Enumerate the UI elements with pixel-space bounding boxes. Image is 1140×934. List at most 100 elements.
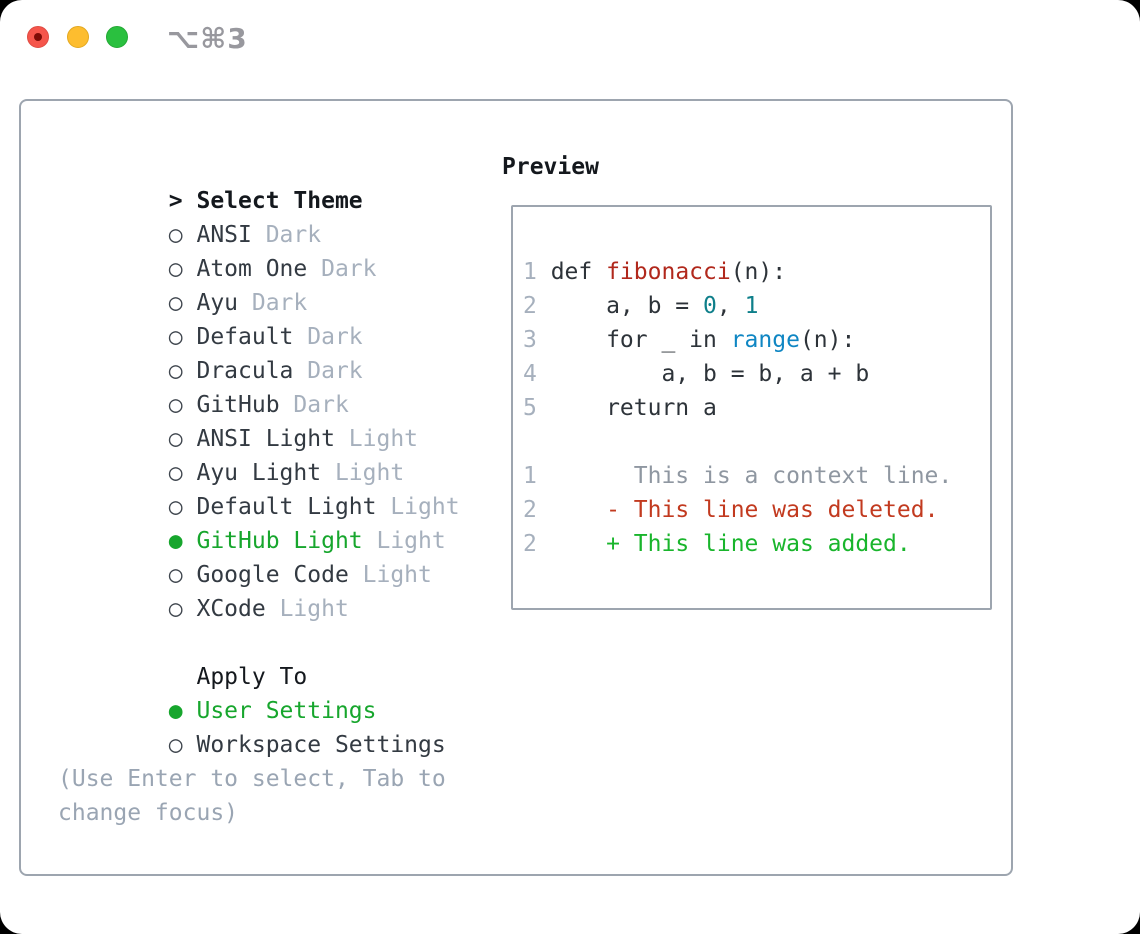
theme-option-ansi-light[interactable]: ○ ANSI Light Light (58, 388, 460, 452)
theme-variant: Light (279, 596, 349, 622)
keyboard-hint: (Use Enter to select, Tab to change focu… (58, 762, 446, 830)
radio-circle-icon: ○ (168, 358, 183, 384)
maximize-button[interactable] (106, 26, 128, 48)
radio-circle-icon: ○ (168, 324, 183, 350)
line-number: 4 (523, 361, 537, 387)
theme-option-ansi-dark[interactable]: ○ ANSI Dark (58, 184, 460, 248)
theme-variant: Dark (321, 256, 377, 282)
code-text: def (550, 259, 607, 285)
number-literal-token: 0 (703, 293, 717, 319)
context-text: This is a context line. (550, 463, 953, 489)
theme-option-default-dark[interactable]: ○ Default Dark (58, 286, 460, 350)
theme-option-xcode-light[interactable]: ○ XCode Light (58, 558, 460, 622)
hint-line-1: (Use Enter to select, Tab to (58, 766, 446, 792)
close-button[interactable] (27, 26, 49, 48)
code-text (551, 497, 606, 523)
code-text: for _ in (550, 327, 731, 353)
theme-option-default-light[interactable]: ○ Default Light Light (58, 456, 460, 520)
radio-circle-icon: ○ (168, 732, 183, 758)
theme-label: XCode (196, 596, 266, 622)
theme-option-dracula-dark[interactable]: ○ Dracula Dark (58, 320, 460, 384)
radio-circle-icon: ○ (168, 290, 183, 316)
apply-to-section: Apply To ● User Settings ○ Workspace Setti… (58, 626, 446, 758)
number-literal-token: 1 (744, 293, 759, 319)
preview-heading: Preview (502, 154, 599, 180)
line-number: 3 (523, 327, 537, 353)
function-name-token: fibonacci (606, 259, 731, 285)
theme-variant: Light (390, 494, 460, 520)
window-title-shortcut: ⌥⌘3 (167, 22, 248, 55)
radio-circle-icon: ○ (168, 222, 183, 248)
theme-option-github-dark[interactable]: ○ GitHub Dark (58, 354, 460, 418)
line-number: 2 (523, 531, 537, 557)
radio-circle-icon: ○ (168, 256, 183, 282)
radio-selected-icon: ● (168, 698, 183, 724)
theme-label: ANSI (196, 222, 252, 248)
theme-label: Ayu Light (196, 460, 322, 486)
apply-option-user-settings[interactable]: ● User Settings (58, 660, 446, 724)
deleted-text: - This line was deleted. (606, 497, 939, 523)
code-text: , (716, 293, 745, 319)
theme-variant: Light (376, 528, 446, 554)
apply-option-workspace-settings[interactable]: ○ Workspace Settings (58, 694, 446, 758)
code-line: 2 a, b = 0, 1 (523, 289, 990, 323)
theme-variant: Light (362, 562, 432, 588)
prompt-icon: > (168, 188, 183, 214)
apply-option-label: User Settings (196, 698, 377, 724)
theme-label: Default Light (196, 494, 377, 520)
line-number: 1 (523, 463, 537, 489)
hint-line-2: change focus) (58, 800, 239, 826)
theme-option-github-light[interactable]: ● GitHub Light Light (58, 490, 460, 554)
code-text: (n): (730, 259, 787, 285)
radio-circle-icon: ○ (168, 392, 183, 418)
theme-label: GitHub Light (196, 528, 363, 554)
radio-circle-icon: ○ (168, 426, 183, 452)
theme-label: Dracula (196, 358, 294, 384)
code-text: a, b = b, a + b (550, 361, 870, 387)
code-line: 3 for _ in range(n): (523, 323, 990, 357)
builtin-token: range (730, 327, 800, 353)
code-line: 5 return a (523, 391, 990, 425)
diff-deleted-line: 2 - This line was deleted. (523, 493, 990, 527)
code-text: return a (550, 395, 717, 421)
theme-label: Default (196, 324, 294, 350)
theme-variant: Dark (307, 324, 363, 350)
radio-circle-icon: ○ (168, 460, 183, 486)
apply-option-label: Workspace Settings (196, 732, 446, 758)
diff-context-line: 1 This is a context line. (523, 459, 990, 493)
radio-circle-icon: ○ (168, 494, 183, 520)
blank-line (523, 425, 990, 459)
code-text: (n): (799, 327, 856, 353)
code-text (551, 531, 606, 557)
theme-variant: Dark (265, 222, 322, 248)
code-text: a, b = (550, 293, 704, 319)
theme-variant: Dark (307, 358, 363, 384)
theme-variant: Light (348, 426, 419, 452)
minimize-button[interactable] (67, 26, 89, 48)
theme-label: Google Code (196, 562, 349, 588)
line-number: 1 (523, 259, 537, 285)
select-theme-header: > Select Theme (58, 150, 460, 214)
radio-selected-icon: ● (168, 528, 183, 554)
theme-variant: Dark (251, 290, 308, 316)
radio-circle-icon: ○ (168, 596, 183, 622)
apply-to-title: Apply To (196, 664, 308, 690)
line-number: 2 (523, 497, 537, 523)
theme-label: ANSI Light (196, 426, 335, 452)
theme-option-ayu-dark[interactable]: ○ Ayu Dark (58, 252, 460, 316)
theme-label: GitHub (196, 392, 280, 418)
theme-variant: Light (334, 460, 405, 486)
added-text: + This line was added. (606, 531, 911, 557)
select-theme-title: Select Theme (196, 188, 363, 214)
code-line: 1 def fibonacci(n): (523, 255, 990, 289)
diff-added-line: 2 + This line was added. (523, 527, 990, 561)
theme-label: Ayu (196, 290, 239, 316)
theme-option-ayu-light[interactable]: ○ Ayu Light Light (58, 422, 460, 486)
code-line: 4 a, b = b, a + b (523, 357, 990, 391)
